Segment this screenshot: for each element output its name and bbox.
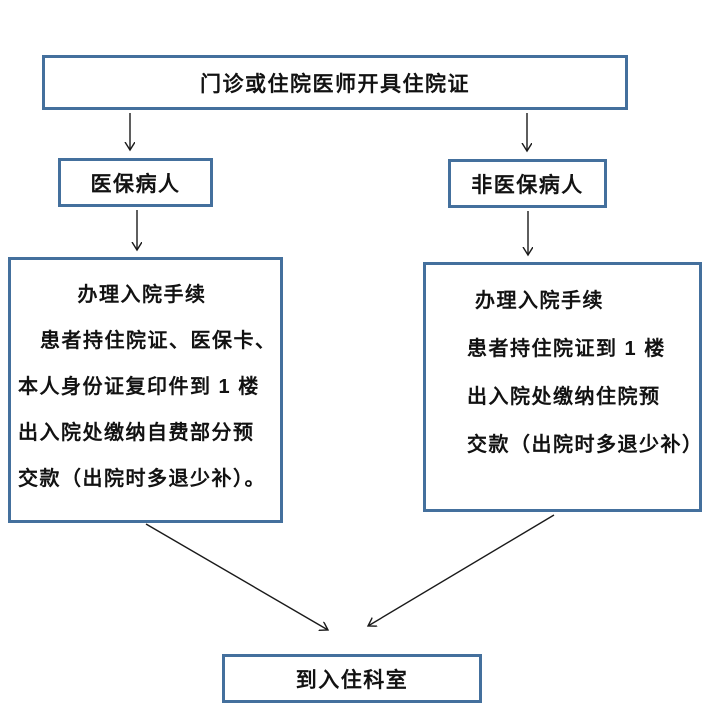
- arrow-medicare-process-to-destination: [145, 523, 328, 630]
- node-admission-department-label: 到入住科室: [295, 668, 409, 692]
- non-medicare-process-title: 办理入院手续: [475, 290, 604, 312]
- node-medicare-patient: 医保病人: [58, 158, 213, 207]
- medicare-process-title: 办理入院手续: [77, 284, 207, 306]
- medicare-process-line: 患者持住院证、医保卡、: [40, 330, 277, 352]
- node-medicare-patient-label: 医保病人: [90, 172, 181, 196]
- node-admission-department: 到入住科室: [222, 654, 482, 703]
- medicare-process-line: 本人身份证复印件到 1 楼: [18, 376, 260, 398]
- node-issue-certificate: 门诊或住院医师开具住院证: [42, 55, 628, 110]
- arrow-non-medicare-process-to-destination: [368, 514, 555, 626]
- node-non-medicare-patient: 非医保病人: [448, 159, 607, 208]
- medicare-process-line: 交款（出院时多退少补）。: [18, 468, 266, 490]
- node-non-medicare-process: 办理入院手续 患者持住院证到 1 楼 出入院处缴纳住院预 交款（出院时多退少补）: [423, 262, 702, 512]
- non-medicare-process-line: 交款（出院时多退少补）: [467, 434, 704, 456]
- node-non-medicare-patient-label: 非医保病人: [471, 173, 584, 197]
- node-issue-certificate-label: 门诊或住院医师开具住院证: [200, 72, 470, 96]
- non-medicare-process-line: 出入院处缴纳住院预: [467, 386, 661, 408]
- node-medicare-process: 办理入院手续 患者持住院证、医保卡、 本人身份证复印件到 1 楼 出入院处缴纳自…: [8, 257, 283, 523]
- medicare-process-line: 出入院处缴纳自费部分预: [18, 422, 255, 444]
- non-medicare-process-line: 患者持住院证到 1 楼: [467, 338, 666, 360]
